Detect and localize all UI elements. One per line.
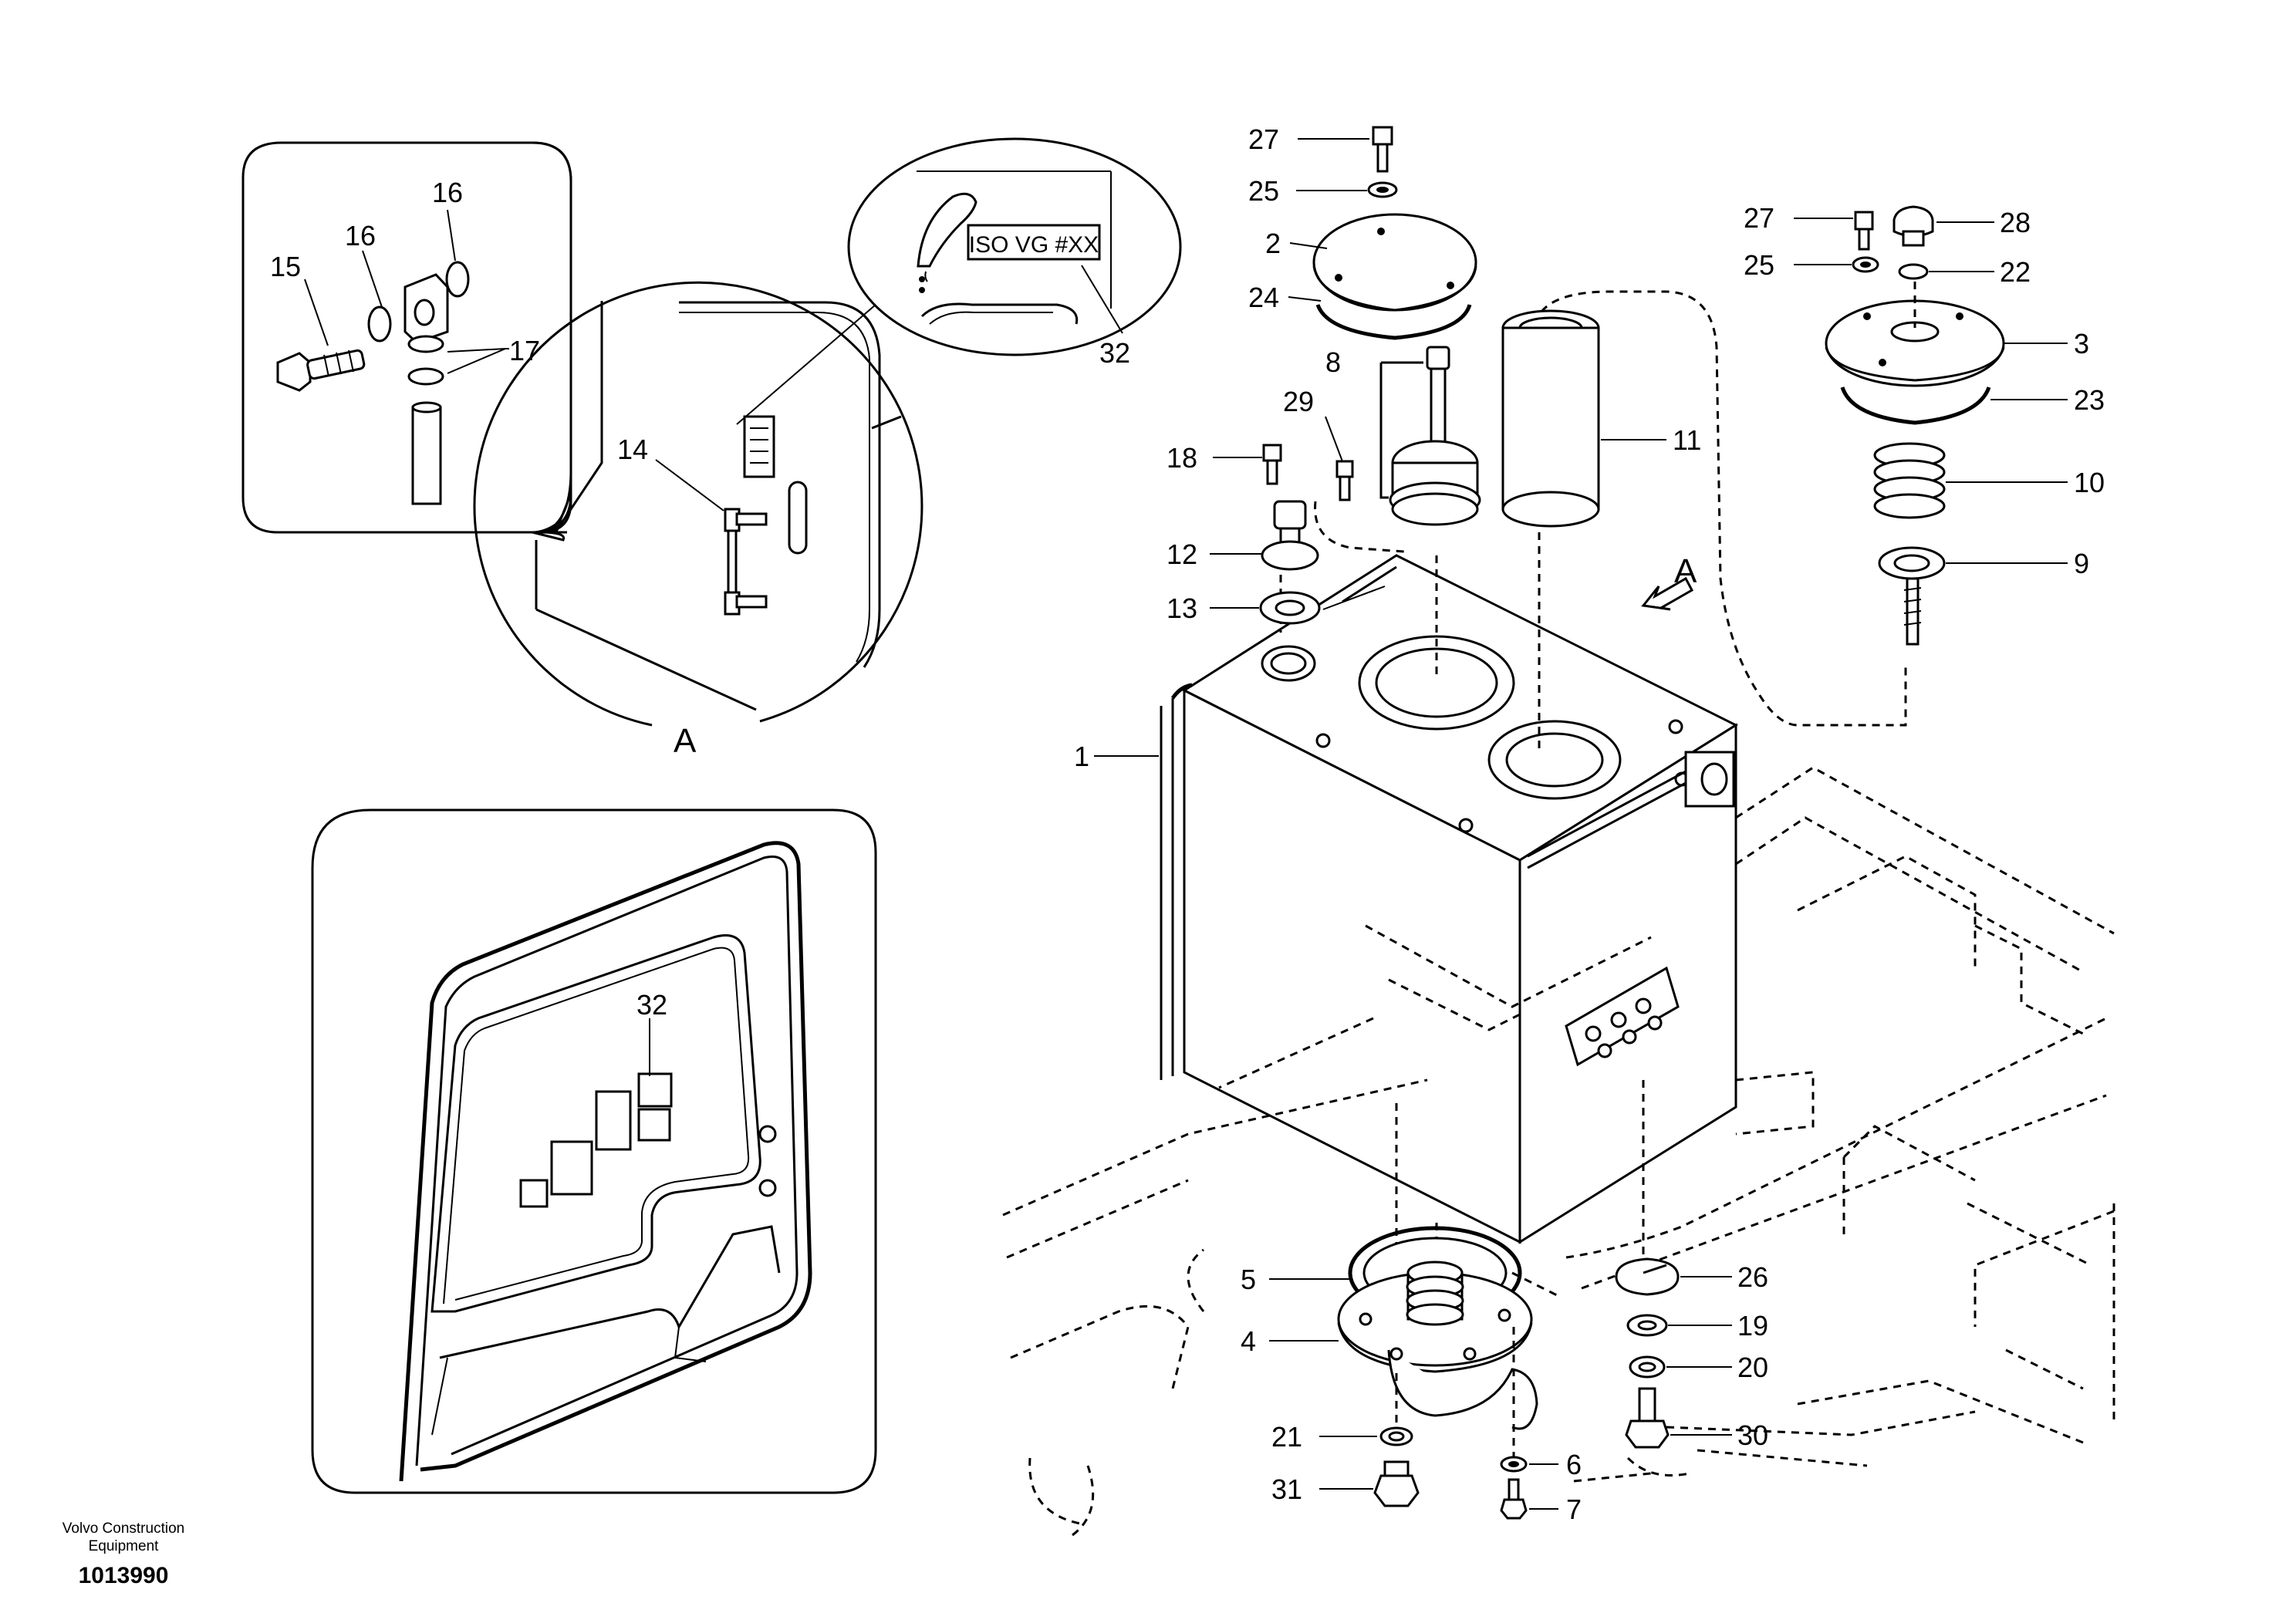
return-filter-part: 11 [1501,309,1701,528]
breather-assembly: 29 18 12 13 1 [1074,386,1386,772]
callout-23: 23 [2074,384,2105,416]
view-arrow-a: A [1641,552,1697,611]
door-decal [637,1108,671,1142]
decal-plate [743,415,775,478]
tube-part [411,401,442,505]
snap-ring-part [1840,386,1991,425]
company-name-line2: Equipment [88,1538,159,1554]
plug-part [1426,346,1450,370]
frame-dashed-outline [1002,766,2115,1537]
callout-30: 30 [1737,1419,1768,1451]
callout-20: 20 [1737,1352,1768,1383]
callout-10: 10 [2074,467,2105,498]
company-name: Volvo Construction [62,1520,185,1537]
callout-27: 27 [1744,202,1774,234]
callout-18: 18 [1167,442,1197,474]
decal-detail-bubble: ISO VG #XX 32 [847,137,1182,369]
bolt-part [1625,1387,1670,1449]
callout-11: 11 [1673,424,1701,456]
tank-side-face [1183,688,1521,1244]
bolt-part [1500,1478,1528,1520]
bolt-part [1372,126,1393,146]
shim-part [1615,1257,1680,1296]
gasket-part [1315,304,1472,340]
door-decal [550,1140,593,1196]
callout-32: 32 [1099,337,1130,369]
callout-27: 27 [1248,123,1279,155]
door-inset: 32 [311,808,877,1494]
bolt-part [276,349,366,392]
callout-15: 15 [270,251,301,282]
drain-flange-assembly: 5 4 21 31 6 7 [1241,1226,1582,1525]
callout-17: 17 [509,335,540,366]
strainer-assembly: 8 [1325,346,1481,526]
detail-inset-frame [241,141,572,534]
view-arrow-label: A [1674,552,1697,590]
iso-decal-box [967,224,1101,261]
callout-21: 21 [1271,1421,1302,1453]
o-ring-part [407,335,444,353]
o-ring-part [1898,263,1929,280]
callout-5: 5 [1241,1264,1256,1295]
bolt-part [1262,444,1282,462]
callout-8: 8 [1325,346,1341,378]
callout-26: 26 [1737,1261,1768,1293]
view-label-a: A [674,722,697,760]
drawing-number: 1013990 [78,1563,169,1588]
callout-12: 12 [1167,538,1197,570]
suction-cover-assembly: 27 25 28 22 3 23 10 9 [1744,202,2105,646]
callout-19: 19 [1737,1310,1768,1342]
bolt-part [1335,460,1354,478]
spring-part [1873,442,1946,519]
hydraulic-tank [1160,554,1739,1244]
door-decal [519,1179,549,1208]
view-a-detail: 14 A [473,281,923,760]
callout-16: 16 [345,220,376,251]
iso-decal-text: ISO VG #XX [969,232,1099,258]
callout-4: 4 [1241,1325,1256,1357]
callout-9: 9 [2074,548,2089,579]
callout-24: 24 [1248,282,1279,313]
callout-6: 6 [1566,1449,1582,1480]
door-inset-frame [311,808,877,1494]
detail-inset-fastener: 15 16 16 17 [241,141,572,542]
callout-32: 32 [636,989,667,1021]
callout-22: 22 [2000,256,2031,288]
breather-part [1273,500,1307,530]
callout-7: 7 [1566,1493,1582,1525]
o-ring-part [445,261,470,298]
callout-31: 31 [1271,1473,1302,1505]
door-stay-part [724,508,768,616]
o-ring-part [367,305,392,343]
door-decal [595,1090,632,1151]
bolt-part [1854,211,1874,231]
door-handle-slot [788,481,808,555]
callout-2: 2 [1265,228,1281,259]
callout-1: 1 [1074,741,1089,772]
door-decal [637,1072,673,1108]
plug-part [1373,1460,1420,1507]
callout-16: 16 [432,177,463,208]
oil-can-icon [917,192,977,293]
callout-14: 14 [617,434,648,465]
callout-3: 3 [2074,328,2089,359]
cover-assembly: 27 25 2 24 [1248,123,1477,340]
mount-block-part [403,273,449,344]
mount-hardware-assembly: 26 19 20 30 [1615,1257,1768,1451]
callout-13: 13 [1167,592,1197,624]
check-valve-part [1878,546,1946,646]
title-block: Volvo Construction Equipment 1013990 [31,1520,216,1589]
callout-25: 25 [1248,175,1279,207]
o-ring-part [407,367,444,386]
callout-28: 28 [2000,207,2031,238]
callout-25: 25 [1744,249,1774,281]
callout-29: 29 [1283,386,1314,417]
